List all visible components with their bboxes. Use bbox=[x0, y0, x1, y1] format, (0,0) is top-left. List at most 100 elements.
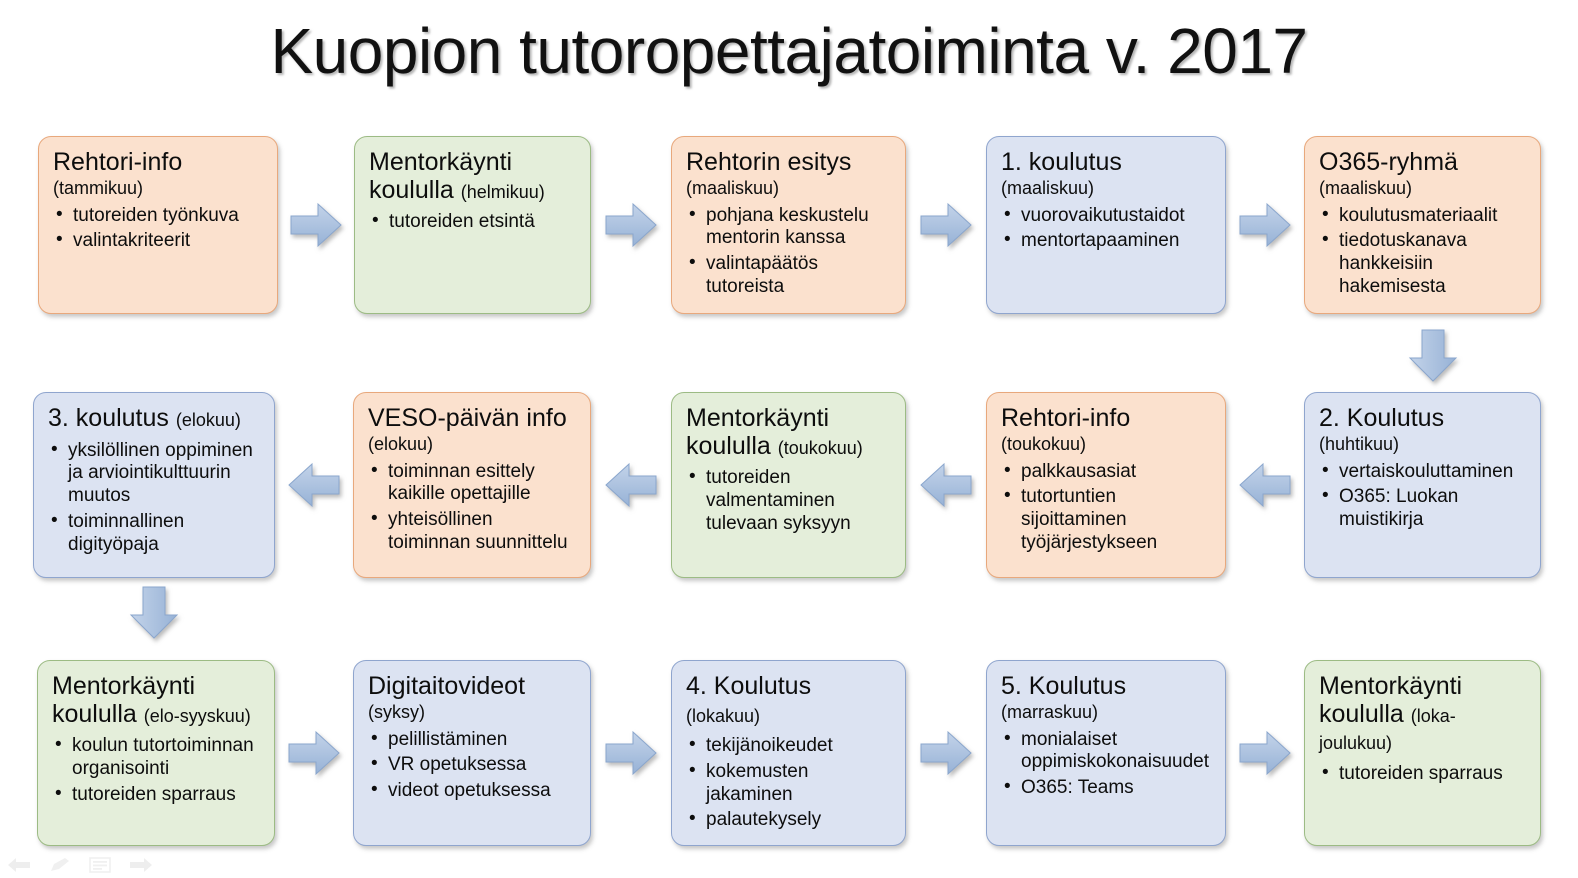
node-o365-ryhma-maaliskuu[interactable]: O365-ryhmä (maaliskuu) koulutusmateriaal… bbox=[1304, 136, 1541, 314]
connector-arrow-down-left bbox=[126, 585, 182, 646]
connector-arrow-right bbox=[1226, 660, 1304, 846]
flow-row-1: Rehtori-info (tammikuu) tutoreiden työnk… bbox=[0, 136, 1578, 316]
node-title-text: Mentorkäynti koululla bbox=[369, 148, 513, 204]
node-title-text: Mentorkäynti koululla bbox=[686, 404, 830, 460]
node-bullets: tutoreiden etsintä bbox=[369, 210, 576, 234]
connector-arrow-left bbox=[1226, 392, 1304, 578]
list-item: koulutusmateriaalit bbox=[1319, 204, 1526, 228]
flow-row-2: 3. koulutus (elokuu) yksilöllinen oppimi… bbox=[0, 392, 1578, 578]
arrow-right-icon bbox=[920, 202, 972, 248]
arrow-right-icon bbox=[1239, 730, 1291, 776]
node-bullets: tutoreiden valmentaminen tulevaan syksyy… bbox=[686, 466, 891, 535]
list-item: O365: Luokan muistikirja bbox=[1319, 485, 1526, 532]
node-title: 5. Koulutus bbox=[1001, 672, 1127, 700]
node-title: Mentorkäynti koululla (toukokuu) bbox=[686, 404, 891, 460]
presenter-controls bbox=[6, 856, 154, 874]
node-bullets: toiminnan esittely kaikille opettajille … bbox=[368, 460, 576, 555]
node-rehtorin-esitys-maaliskuu[interactable]: Rehtorin esitys (maaliskuu) pohjana kesk… bbox=[671, 136, 906, 314]
node-title: Rehtori-info bbox=[53, 148, 183, 176]
node-mentorkaynti-koululla-toukokuu[interactable]: Mentorkäynti koululla (toukokuu) tutorei… bbox=[671, 392, 906, 578]
node-bullets: tutoreiden työnkuva valintakriteerit bbox=[53, 204, 263, 254]
node-title: Rehtorin esitys bbox=[686, 148, 852, 176]
node-koulutus-3-elokuu[interactable]: 3. koulutus (elokuu) yksilöllinen oppimi… bbox=[33, 392, 275, 578]
node-koulutus-4-lokakuu[interactable]: 4. Koulutus (lokakuu) tekijänoikeudet ko… bbox=[671, 660, 906, 846]
node-bullets: yksilöllinen oppiminen ja arviointikultt… bbox=[48, 438, 260, 557]
connector-arrow-right bbox=[591, 136, 671, 314]
list-item: vuorovaikutustaidot bbox=[1001, 204, 1211, 228]
node-koulutus-5-marraskuu[interactable]: 5. Koulutus (marraskuu) monialaiset oppi… bbox=[986, 660, 1226, 846]
node-digitaitovideot-syksy[interactable]: Digitaitovideot (syksy) pelillistäminen … bbox=[353, 660, 591, 846]
list-item: tutoreiden työnkuva bbox=[53, 204, 263, 228]
node-title: O365-ryhmä bbox=[1319, 148, 1458, 176]
node-koulutus-1-maaliskuu[interactable]: 1. koulutus (maaliskuu) vuorovaikutustai… bbox=[986, 136, 1226, 314]
node-month: (lokakuu) bbox=[686, 705, 761, 726]
connector-arrow-left bbox=[275, 392, 353, 578]
node-mentorkaynti-koululla-loka-joulukuu[interactable]: Mentorkäynti koululla (loka-joulukuu) tu… bbox=[1304, 660, 1541, 846]
node-title: VESO-päivän info bbox=[368, 404, 567, 432]
node-rehtori-info-toukokuu[interactable]: Rehtori-info (toukokuu) palkkausasiat tu… bbox=[986, 392, 1226, 578]
arrow-left-icon[interactable] bbox=[6, 856, 32, 874]
node-title: Digitaitovideot bbox=[368, 672, 526, 700]
node-bullets: pelillistäminen VR opetuksessa videot op… bbox=[368, 728, 576, 803]
arrow-down-icon bbox=[129, 586, 179, 639]
list-item: tutortuntien sijoittaminen työjärjestyks… bbox=[1001, 485, 1211, 554]
menu-icon[interactable] bbox=[88, 856, 112, 874]
node-koulutus-2-huhtikuu[interactable]: 2. Koulutus (huhtikuu) vertaiskouluttami… bbox=[1304, 392, 1541, 578]
list-item: toiminnallinen digityöpaja bbox=[48, 510, 260, 557]
node-bullets: vuorovaikutustaidot mentortapaaminen bbox=[1001, 204, 1211, 254]
arrow-right-icon bbox=[288, 730, 340, 776]
list-item: tutoreiden sparraus bbox=[52, 783, 260, 807]
node-title: Rehtori-info bbox=[1001, 404, 1131, 432]
node-month: (maaliskuu) bbox=[1001, 177, 1095, 198]
node-bullets: koulutusmateriaalit tiedotuskanava hankk… bbox=[1319, 204, 1526, 299]
arrow-right-icon bbox=[1239, 202, 1291, 248]
node-title-text: Mentorkäynti koululla bbox=[1319, 672, 1463, 728]
list-item: VR opetuksessa bbox=[368, 753, 576, 777]
list-item: tutoreiden etsintä bbox=[369, 210, 576, 234]
node-mentorkaynti-koululla-helmikuu[interactable]: Mentorkäynti koululla (helmikuu) tutorei… bbox=[354, 136, 591, 314]
list-item: pelillistäminen bbox=[368, 728, 576, 752]
connector-arrow-right bbox=[278, 136, 354, 314]
list-item: toiminnan esittely kaikille opettajille bbox=[368, 460, 576, 507]
list-item: valintapäätös tutoreista bbox=[686, 252, 891, 299]
node-rehtori-info-tammikuu[interactable]: Rehtori-info (tammikuu) tutoreiden työnk… bbox=[38, 136, 278, 314]
list-item: mentortapaaminen bbox=[1001, 229, 1211, 253]
node-month: (loka-joulukuu) bbox=[1319, 705, 1456, 753]
node-month: (helmikuu) bbox=[460, 181, 545, 202]
node-month: (huhtikuu) bbox=[1319, 433, 1400, 454]
node-month: (maaliskuu) bbox=[1319, 177, 1413, 198]
node-month: (elo-syyskuu) bbox=[143, 705, 251, 726]
list-item: vertaiskouluttaminen bbox=[1319, 460, 1526, 484]
node-month: (elokuu) bbox=[368, 433, 434, 454]
node-bullets: koulun tutortoiminnan organisointi tutor… bbox=[52, 734, 260, 807]
arrow-left-icon bbox=[605, 462, 657, 508]
node-title-text: 3. koulutus bbox=[48, 404, 169, 432]
node-title-text: 4. Koulutus bbox=[686, 672, 812, 700]
arrow-left-icon bbox=[288, 462, 340, 508]
list-item: palautekysely bbox=[686, 808, 891, 832]
node-bullets: vertaiskouluttaminen O365: Luokan muisti… bbox=[1319, 460, 1526, 532]
node-bullets: tekijänoikeudet kokemusten jakaminen pal… bbox=[686, 734, 891, 832]
list-item: tutoreiden valmentaminen tulevaan syksyy… bbox=[686, 466, 891, 535]
node-bullets: pohjana keskustelu mentorin kanssa valin… bbox=[686, 204, 891, 299]
node-month: (syksy) bbox=[368, 701, 425, 722]
connector-arrow-right bbox=[1226, 136, 1304, 314]
node-month: (maaliskuu) bbox=[686, 177, 780, 198]
list-item: koulun tutortoiminnan organisointi bbox=[52, 734, 260, 781]
node-title: Mentorkäynti koululla (helmikuu) bbox=[369, 148, 576, 204]
node-month: (toukokuu) bbox=[777, 437, 863, 458]
node-mentorkaynti-koululla-elo-syyskuu[interactable]: Mentorkäynti koululla (elo-syyskuu) koul… bbox=[37, 660, 275, 846]
list-item: palkkausasiat bbox=[1001, 460, 1211, 484]
arrow-right-icon bbox=[605, 202, 657, 248]
arrow-right-icon[interactable] bbox=[128, 856, 154, 874]
list-item: tekijänoikeudet bbox=[686, 734, 891, 758]
list-item: videot opetuksessa bbox=[368, 779, 576, 803]
list-item: tutoreiden sparraus bbox=[1319, 762, 1526, 786]
list-item: yhteisöllinen toiminnan suunnittelu bbox=[368, 508, 576, 555]
pen-icon[interactable] bbox=[48, 856, 72, 874]
node-bullets: monialaiset oppimiskokonaisuudet O365: T… bbox=[1001, 728, 1211, 800]
node-veso-paivan-info-elokuu[interactable]: VESO-päivän info (elokuu) toiminnan esit… bbox=[353, 392, 591, 578]
list-item: O365: Teams bbox=[1001, 776, 1211, 800]
node-title: 1. koulutus bbox=[1001, 148, 1122, 176]
